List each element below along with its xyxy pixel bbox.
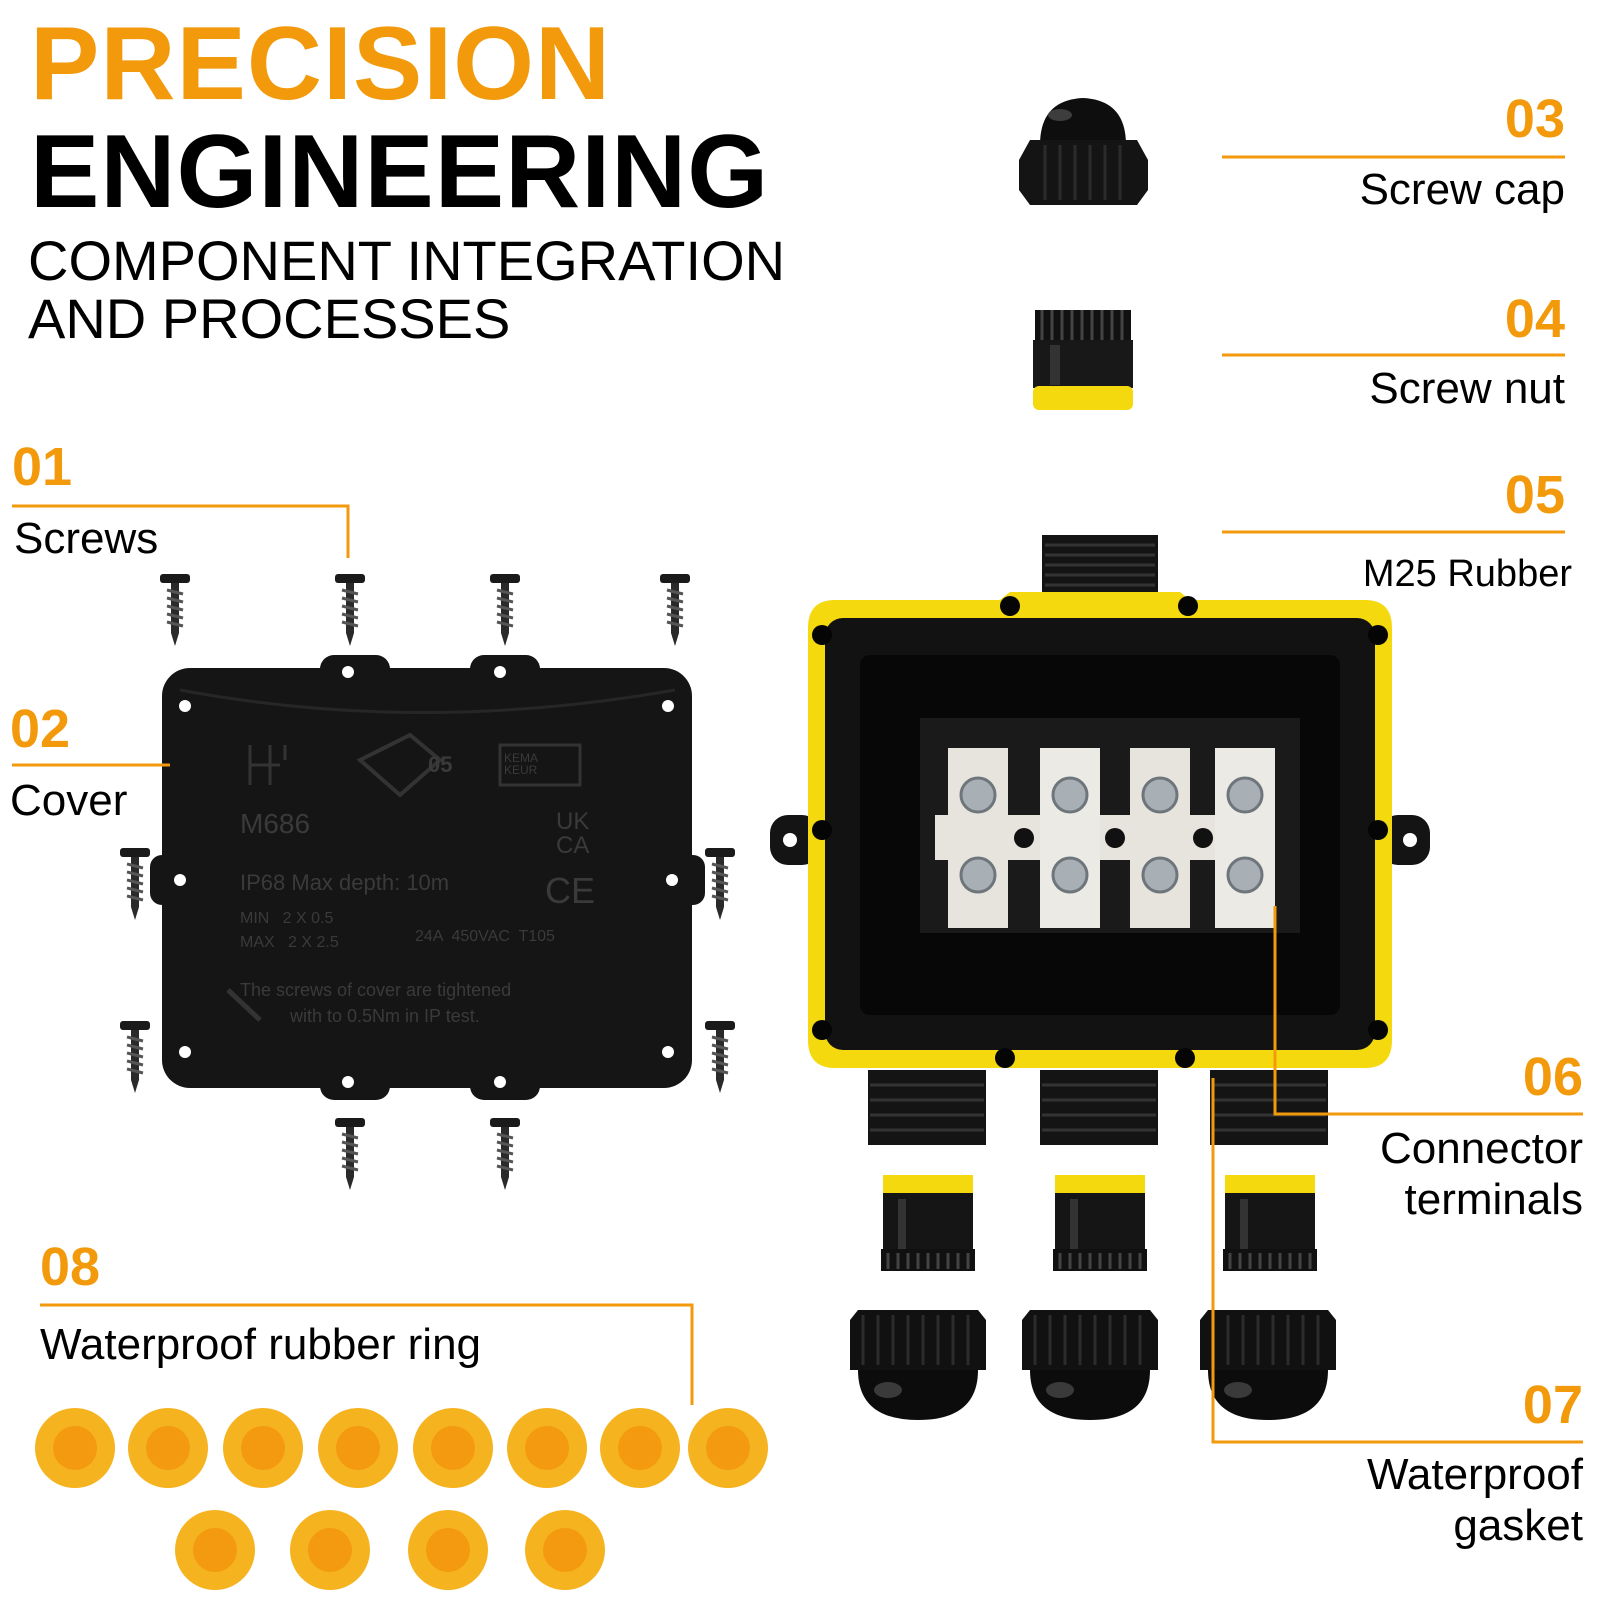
screw-nut-image [1033, 310, 1133, 410]
callout-03-label: Screw cap [1359, 165, 1565, 214]
subtitle: COMPONENT INTEGRATION AND PROCESSES [28, 232, 785, 348]
cover-note-line-1: The screws of cover are tightened [240, 980, 512, 1000]
subtitle-line-1: COMPONENT INTEGRATION [28, 229, 786, 292]
title-precision: PRECISION [30, 6, 612, 122]
cover-ip-rating: IP68 Max depth: 10m [240, 870, 450, 895]
callout-04-number: 04 [1504, 289, 1565, 349]
cover-min-spec: MIN 2 X 0.5 [240, 910, 334, 927]
gland-caps-image [848, 1308, 1338, 1422]
subtitle-line-2: AND PROCESSES [28, 287, 511, 350]
cover-ukca: UK CA [556, 808, 590, 859]
junction-box-image [770, 535, 1430, 1145]
terminal-block [935, 748, 1275, 928]
cover-kema: KEMA KEUR [504, 751, 538, 777]
cover-cert-number: 05 [428, 752, 453, 777]
cover-rating: 24A 450VAC T105 [415, 928, 555, 945]
title-engineering: ENGINEERING [30, 114, 770, 230]
callout-01-label: Screws [14, 514, 159, 563]
callout-04-label: Screw nut [1369, 364, 1565, 413]
callout-02-number: 02 [10, 699, 71, 759]
rubber-rings-image [35, 1408, 768, 1590]
callout-07-number: 07 [1522, 1375, 1583, 1435]
callout-05-label: M25 Rubber [1362, 553, 1572, 595]
screw-cap-image [1019, 98, 1148, 205]
callout-06-number: 06 [1522, 1047, 1583, 1107]
cover-ce: CE [545, 870, 596, 911]
callout-07-label: Waterproof gasket [1200, 1450, 1583, 1551]
cover-max-spec: MAX 2 X 2.5 [240, 934, 339, 951]
callout-07-label-line-2: gasket [1453, 1500, 1583, 1550]
callout-08-label: Waterproof rubber ring [40, 1320, 482, 1369]
cover-note-line-2: with to 0.5Nm in IP test. [290, 1006, 480, 1026]
callout-05-number: 05 [1504, 465, 1565, 525]
callout-08-number: 08 [40, 1237, 101, 1297]
callout-06-label-line-2: terminals [1404, 1174, 1584, 1224]
callout-07-label-line-1: Waterproof [1366, 1450, 1583, 1499]
cover-model: M686 [240, 808, 311, 839]
callout-01-number: 01 [12, 437, 73, 497]
callout-06-label: Connector terminals [1200, 1124, 1583, 1225]
callout-03-number: 03 [1504, 89, 1565, 149]
cover-image [150, 655, 705, 1100]
callout-06-label-line-1: Connector [1379, 1124, 1583, 1173]
callout-leader-lines [12, 155, 1583, 1444]
callout-02-label: Cover [10, 776, 128, 825]
